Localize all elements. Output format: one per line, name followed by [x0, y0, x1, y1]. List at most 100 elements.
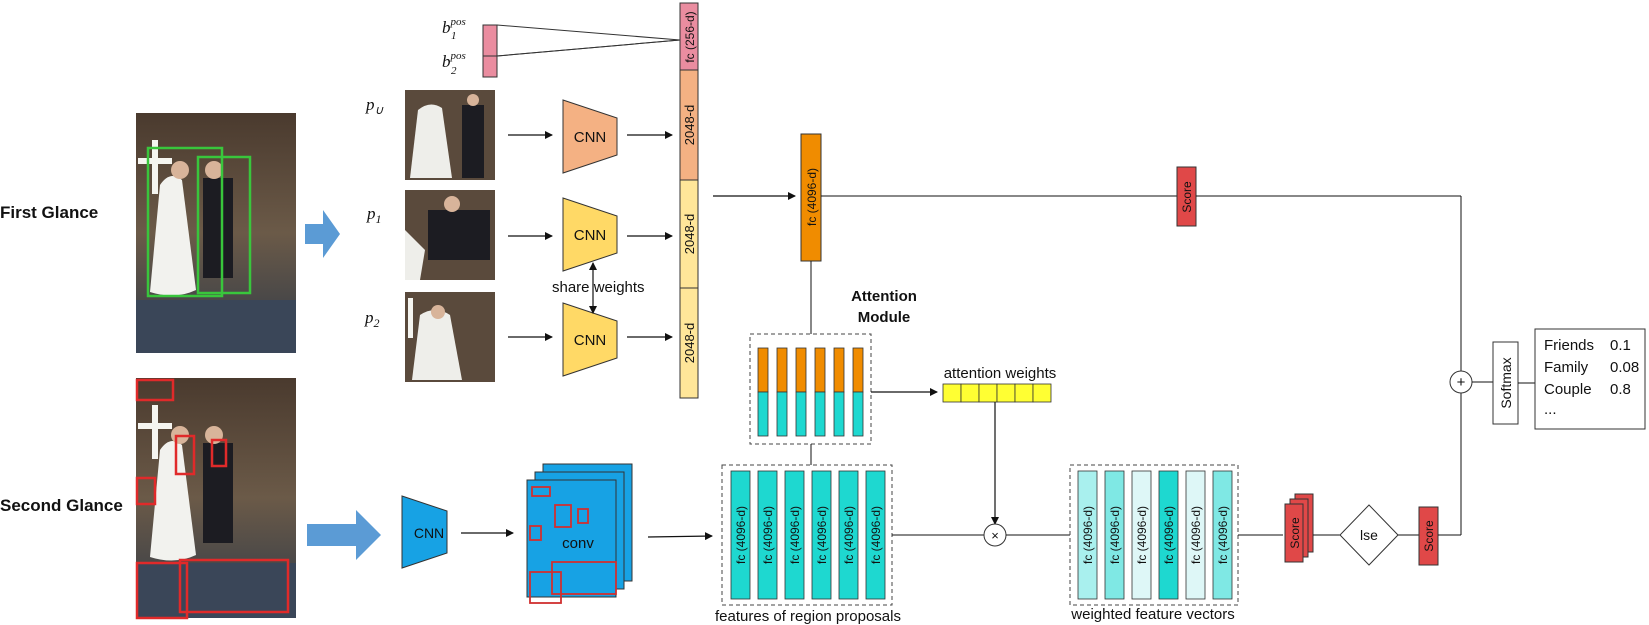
weighted-caption: weighted feature vectors: [1070, 606, 1234, 623]
rf-label-4: fc (4096-d): [815, 506, 829, 564]
rf-label-1: fc (4096-d): [734, 506, 748, 564]
score-stack-label: Score: [1288, 517, 1302, 549]
first-glance-photo: [136, 113, 296, 353]
d2048-p2-block: [679, 287, 699, 399]
wf-label-1: fc (4096-d): [1081, 506, 1095, 564]
output-value-family: 0.08: [1610, 359, 1639, 376]
b1-box: [482, 24, 498, 57]
attention-module-label-1: Attention: [851, 288, 917, 305]
weighted-feature-bar: [1185, 470, 1206, 600]
output-label-more: ...: [1544, 401, 1557, 418]
softmax-label: Softmax: [1498, 357, 1514, 408]
cnn-second: [401, 495, 448, 569]
wf-label-6: fc (4096-d): [1216, 506, 1230, 564]
cnn-union: [562, 99, 618, 174]
p1-label: p: [366, 204, 376, 223]
crop-p1: [405, 190, 495, 280]
wf-label-5: fc (4096-d): [1189, 506, 1203, 564]
cnn-union-label: CNN: [574, 129, 607, 146]
region-feature-bar: [784, 470, 805, 600]
second-glance-photo: [135, 378, 296, 620]
b1-sub: 1: [451, 30, 457, 42]
attention-module-label-2: Module: [858, 309, 911, 326]
region-feature-bar: [865, 470, 886, 600]
weighted-feature-bar: [1104, 470, 1125, 600]
region-features: [721, 464, 893, 606]
share-weights-label: share weights: [552, 279, 645, 296]
rf-label-5: fc (4096-d): [842, 506, 856, 564]
feature-column: [679, 2, 699, 399]
lse-label: lse: [1360, 527, 1378, 543]
first-glance-arrow: [305, 210, 340, 258]
cnn-p2: [562, 302, 618, 377]
lse-node: [1339, 504, 1399, 566]
wf-label-3: fc (4096-d): [1135, 506, 1149, 564]
cnn-second-label: CNN: [414, 525, 444, 541]
svg-text:p1: p1: [366, 204, 382, 226]
p2-label: p: [364, 308, 374, 327]
rf-label-2: fc (4096-d): [761, 506, 775, 564]
d2048-union-label: 2048-d: [682, 105, 697, 145]
conv-feature-map: [526, 463, 633, 604]
weighted-feature-bar: [1131, 470, 1152, 600]
d2048-p1-label: 2048-d: [682, 214, 697, 254]
attention-module: [749, 333, 872, 445]
b2-label: b: [442, 52, 451, 71]
attention-weights-bar: [942, 383, 1052, 403]
softmax-block: [1492, 341, 1519, 425]
output-label-family: Family: [1544, 359, 1589, 376]
b2-box: [482, 55, 498, 78]
b2-sub: 2: [451, 65, 457, 77]
region-feature-bar: [730, 470, 751, 600]
pu-sub: ∪: [375, 103, 384, 117]
first-glance-label: First Glance: [0, 203, 98, 222]
multiply-symbol: ×: [991, 528, 999, 543]
wf-label-2: fc (4096-d): [1108, 506, 1122, 564]
d2048-p2-label: 2048-d: [682, 323, 697, 363]
sum-symbol: +: [1457, 374, 1466, 391]
fc256-label: fc (256-d): [683, 11, 697, 62]
features-caption: features of region proposals: [715, 608, 901, 625]
second-glance-label: Second Glance: [0, 496, 123, 515]
score-top-label: Score: [1180, 181, 1194, 213]
score-bottom-label: Score: [1422, 520, 1436, 552]
weighted-feature-bar: [1212, 470, 1233, 600]
p1-sub: 1: [376, 212, 382, 226]
weighted-feature-bar: [1158, 470, 1179, 600]
rf-label-6: fc (4096-d): [869, 506, 883, 564]
output-value-friends: 0.1: [1610, 337, 1631, 354]
region-feature-bar: [838, 470, 859, 600]
svg-text:p∪: p∪: [365, 95, 384, 117]
weighted-feature-bar: [1077, 470, 1098, 600]
region-feature-bar: [757, 470, 778, 600]
cnn-p1-label: CNN: [574, 227, 607, 244]
second-glance-arrow: [307, 510, 381, 560]
crop-p2: [405, 292, 495, 382]
output-label-couple: Couple: [1544, 381, 1592, 398]
weighted-features: [1069, 464, 1239, 606]
b2-sup: pos: [450, 50, 466, 62]
svg-text:p2: p2: [364, 308, 380, 330]
output-table: [1534, 328, 1646, 430]
attention-weights-label: attention weights: [944, 365, 1057, 382]
output-label-friends: Friends: [1544, 337, 1594, 354]
position-boxes: [482, 24, 681, 78]
region-feature-bar: [811, 470, 832, 600]
conv-label: conv: [562, 535, 594, 552]
fc4096-top-label: fc (4096-d): [805, 168, 819, 226]
output-value-couple: 0.8: [1610, 381, 1631, 398]
score-stack: [1284, 493, 1314, 563]
cnn-p2-label: CNN: [574, 332, 607, 349]
wf-label-4: fc (4096-d): [1162, 506, 1176, 564]
pu-label: p: [365, 95, 375, 114]
crop-union: [405, 90, 495, 180]
score-bottom: [1418, 506, 1439, 566]
svg-text:bpos: bpos: [442, 16, 466, 37]
svg-text:bpos: bpos: [442, 50, 466, 71]
b1-label: b: [442, 18, 451, 37]
b1-sup: pos: [450, 16, 466, 28]
cnn-p1: [562, 197, 618, 272]
rf-label-3: fc (4096-d): [788, 506, 802, 564]
attention-pair-bars: [757, 347, 864, 437]
